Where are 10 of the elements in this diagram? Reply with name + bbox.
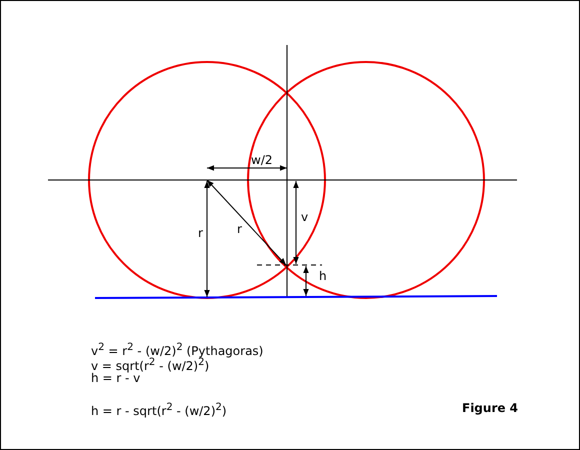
formula-text: h = r - v — [91, 371, 140, 385]
dimension-label: r — [198, 226, 203, 240]
formula-text: v$^{2}$ = r$^{2}$ - (w/2)$^{2}$ (Pythagoras) — [91, 341, 264, 358]
dimension-label: w/2 — [251, 153, 272, 167]
dimension-label: r — [237, 222, 242, 236]
figure-caption: Figure 4 — [462, 401, 518, 415]
dimension-label: h — [319, 269, 327, 283]
dimension-label: v — [301, 210, 308, 224]
formula-text: h = r - sqrt(r$^{2}$ - (w/2)$^{2}$) — [91, 401, 227, 418]
formula-text: v = sqrt(r$^{2}$ - (w/2)$^{2}$) — [91, 357, 210, 373]
